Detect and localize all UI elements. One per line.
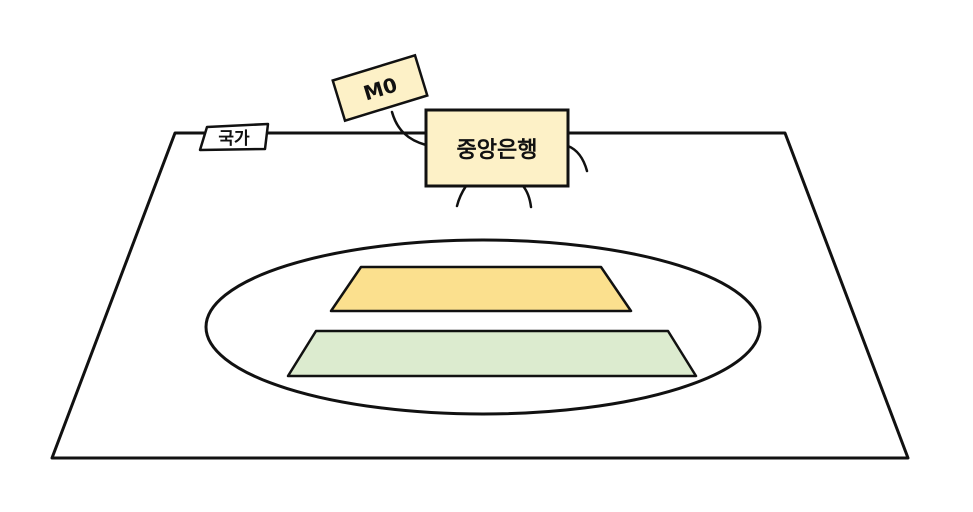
country-tag-box bbox=[198, 122, 270, 152]
country-tag: 국가 bbox=[198, 122, 270, 152]
m0-sign: M0 bbox=[331, 53, 429, 123]
m0-sign-board bbox=[331, 53, 429, 123]
central-bank-right-arm bbox=[566, 144, 589, 173]
lower-layer bbox=[286, 329, 698, 378]
central-bank-right-leg bbox=[521, 184, 533, 209]
central-bank-body bbox=[424, 108, 570, 188]
central-bank-label: 중앙은행 bbox=[457, 138, 538, 163]
central-bank-left-arm bbox=[390, 110, 428, 147]
upper-layer bbox=[329, 265, 633, 313]
central-bank: 중앙은행 bbox=[424, 108, 570, 188]
central-bank-left-leg bbox=[455, 184, 468, 208]
country-tag-label: 국가 bbox=[218, 129, 250, 149]
